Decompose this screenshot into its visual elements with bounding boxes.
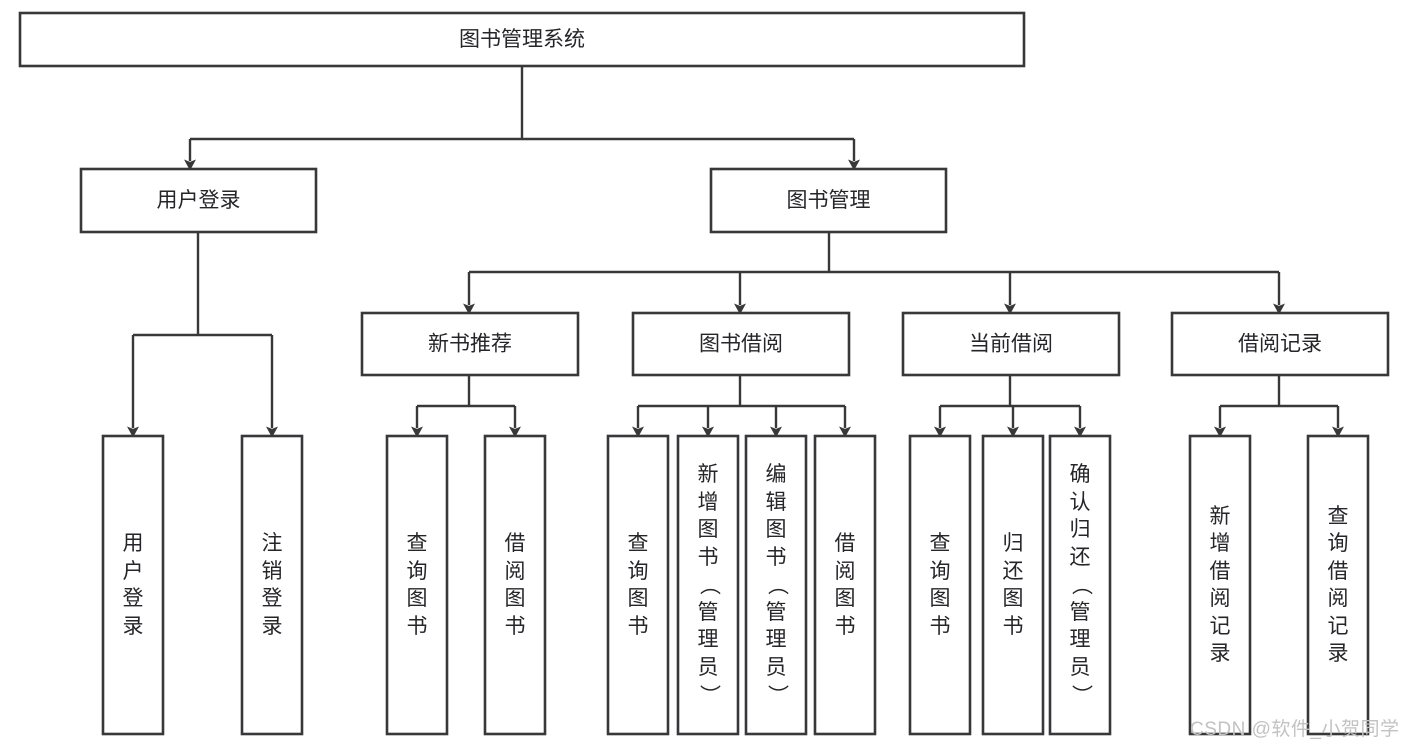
node-level3-3-label: 借阅记录 xyxy=(1238,333,1322,356)
node-leaf-1-rect[interactable] xyxy=(240,434,304,736)
node-leaf-10[interactable] xyxy=(1048,434,1112,736)
edges-layer xyxy=(127,66,1344,438)
node-level3-0[interactable]: 新书推荐 xyxy=(360,311,580,377)
node-leaf-1[interactable] xyxy=(240,434,304,736)
node-leaf-2-rect[interactable] xyxy=(385,434,449,736)
node-level2-0-rect[interactable] xyxy=(79,167,318,234)
node-level3-1-label: 图书借阅 xyxy=(699,333,783,356)
node-leaf-9[interactable] xyxy=(981,434,1045,736)
node-leaf-8-rect[interactable] xyxy=(908,434,972,736)
node-level2-1[interactable]: 图书管理 xyxy=(709,167,948,234)
node-root-book-management-system-rect[interactable] xyxy=(18,11,1026,68)
node-leaf-5-rect[interactable] xyxy=(676,434,740,736)
node-level3-2-label: 当前借阅 xyxy=(969,333,1053,356)
node-leaf-2[interactable] xyxy=(385,434,449,736)
node-leaf-6[interactable] xyxy=(744,434,808,736)
node-leaf-4[interactable] xyxy=(606,434,670,736)
node-leaf-0[interactable] xyxy=(101,434,165,736)
node-level2-0-label: 用户登录 xyxy=(157,189,241,212)
node-level3-3[interactable]: 借阅记录 xyxy=(1170,311,1390,377)
node-level3-2[interactable]: 当前借阅 xyxy=(901,311,1121,377)
node-level2-1-rect[interactable] xyxy=(709,167,948,234)
node-level3-0-rect[interactable] xyxy=(360,311,580,377)
node-root-book-management-system-label: 图书管理系统 xyxy=(459,28,585,51)
node-leaf-12[interactable] xyxy=(1306,434,1370,736)
node-leaf-4-rect[interactable] xyxy=(606,434,670,736)
node-leaf-6-rect[interactable] xyxy=(744,434,808,736)
node-leaf-12-rect[interactable] xyxy=(1306,434,1370,736)
node-leaf-9-rect[interactable] xyxy=(981,434,1045,736)
node-level3-1-rect[interactable] xyxy=(631,311,851,377)
node-level3-1[interactable]: 图书借阅 xyxy=(631,311,851,377)
node-level2-1-label: 图书管理 xyxy=(787,189,871,212)
node-leaf-11-rect[interactable] xyxy=(1188,434,1252,736)
node-root-book-management-system[interactable]: 图书管理系统 xyxy=(18,11,1026,68)
node-leaf-7[interactable] xyxy=(813,434,877,736)
node-level3-3-rect[interactable] xyxy=(1170,311,1390,377)
node-leaf-8[interactable] xyxy=(908,434,972,736)
node-leaf-0-rect[interactable] xyxy=(101,434,165,736)
node-leaf-3[interactable] xyxy=(483,434,547,736)
node-leaf-7-rect[interactable] xyxy=(813,434,877,736)
node-level3-2-rect[interactable] xyxy=(901,311,1121,377)
node-leaf-5[interactable] xyxy=(676,434,740,736)
node-leaf-3-rect[interactable] xyxy=(483,434,547,736)
node-leaf-10-rect[interactable] xyxy=(1048,434,1112,736)
node-leaf-11[interactable] xyxy=(1188,434,1252,736)
node-level3-0-label: 新书推荐 xyxy=(428,333,512,356)
node-level2-0[interactable]: 用户登录 xyxy=(79,167,318,234)
